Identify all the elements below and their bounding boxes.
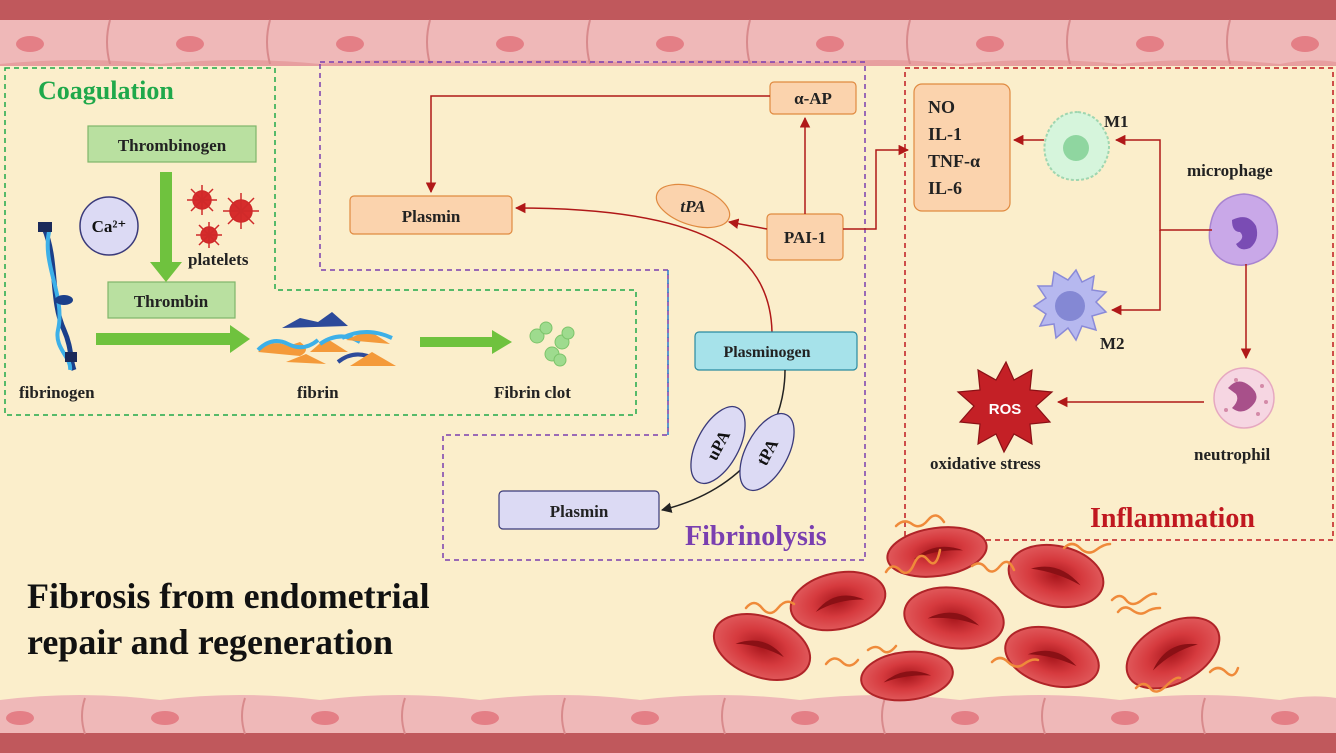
rbc [860, 650, 954, 702]
rbc [789, 570, 887, 632]
plasmin-top-box: Plasmin [349, 195, 513, 235]
platelets-icon [187, 185, 259, 248]
plasmin-bottom-label: Plasmin [550, 502, 609, 521]
coagulation-region-border [4, 67, 637, 416]
microphage-label: microphage [1187, 161, 1273, 180]
fibrin-label: fibrin [297, 383, 339, 402]
rbc [1007, 544, 1105, 608]
tpa-top-label: tPA [680, 197, 705, 216]
plasminogen-box: Plasminogen [694, 331, 858, 371]
fibrin-strands [744, 514, 1240, 693]
fibrinogen-to-fibrin-arrow [96, 325, 250, 353]
m1-label: M1 [1104, 112, 1129, 131]
rbc [903, 586, 1005, 650]
fibrin-icon [256, 312, 396, 366]
vessel-wall-top [0, 0, 1336, 66]
coagulation-title: Coagulation [38, 76, 174, 105]
thrombinogen-to-thrombin-arrow [150, 172, 182, 282]
pai1-to-tpa-arrow [727, 218, 768, 230]
fibrinogen-label: fibrinogen [19, 383, 95, 402]
cytokine-il6: IL-6 [928, 178, 962, 198]
cytokine-tnf: TNF-α [928, 151, 980, 171]
calcium-label: Ca²⁺ [92, 217, 127, 236]
rbc [886, 526, 988, 578]
cytokine-il1: IL-1 [928, 124, 962, 144]
thrombinogen-label: Thrombinogen [118, 136, 227, 155]
m1-macrophage-icon [1043, 110, 1110, 182]
red-blood-cells [712, 526, 1221, 702]
oxidative-stress-label: oxidative stress [930, 454, 1041, 473]
calcium-ion: Ca²⁺ [79, 196, 139, 256]
platelets-label: platelets [188, 250, 249, 269]
thrombin-label: Thrombin [134, 292, 209, 311]
plasmin-top-label: Plasmin [402, 207, 461, 226]
ros-label: ROS [989, 401, 1022, 418]
pai1-to-cytokines-arrow [843, 144, 910, 230]
fibrin-clot-icon [529, 321, 575, 367]
fibrinolysis-title: Fibrinolysis [685, 521, 827, 552]
alpha-ap-box: α-AP [769, 81, 857, 115]
main-title-line-1: Fibrosis from endometrial [27, 576, 430, 616]
main-title-line-2: repair and regeneration [27, 622, 393, 662]
rbc [1125, 616, 1221, 690]
plasminogen-label: Plasminogen [723, 344, 810, 361]
vessel-wall-bottom [0, 695, 1336, 753]
inflammation-title: Inflammation [1090, 503, 1255, 534]
cytokine-no: NO [928, 97, 955, 117]
tpa-top-ellipse: tPA [655, 183, 731, 229]
pai1-box: PAI-1 [766, 213, 844, 261]
neutrophil-label: neutrophil [1194, 445, 1270, 464]
alpha-ap-label: α-AP [794, 89, 832, 108]
thrombin-box: Thrombin [107, 281, 236, 319]
rbc [1004, 626, 1100, 688]
microphage-branch-line [1114, 134, 1212, 231]
neutrophil-icon [1213, 367, 1275, 429]
pai1-label: PAI-1 [784, 228, 826, 247]
tpa-bottom-ellipse: tPA [739, 412, 795, 492]
microphage-icon [1208, 193, 1279, 266]
fibrin-clot-label: Fibrin clot [494, 383, 571, 402]
fibrin-to-clot-arrow [420, 330, 512, 354]
thrombinogen-box: Thrombinogen [87, 125, 257, 163]
inflammation-region-border [904, 67, 1334, 541]
fibrinolysis-region-border [319, 61, 866, 561]
fibrinogen-icon [38, 222, 77, 371]
microphage-to-m2-arrow [1110, 230, 1161, 316]
m2-label: M2 [1100, 334, 1125, 353]
upa-ellipse: uPA [690, 405, 746, 485]
cytokines-box: NO IL-1 TNF-α IL-6 [913, 83, 1011, 212]
plasmin-bottom-box: Plasmin [498, 490, 660, 530]
m2-macrophage-icon [1032, 268, 1108, 342]
ros-burst-icon: ROS [956, 360, 1054, 454]
alpha-ap-to-plasmin-arrow [425, 95, 770, 194]
rbc [712, 613, 812, 681]
plasminogen-to-plasmin-arrow [514, 202, 773, 333]
